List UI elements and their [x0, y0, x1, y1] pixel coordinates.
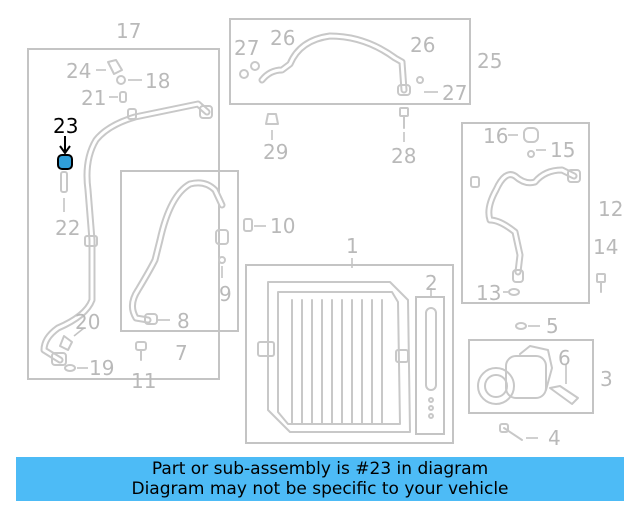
hose-assembly-12 — [470, 150, 581, 296]
part-11-bolt — [135, 341, 147, 361]
group-box-17 — [27, 48, 220, 380]
callout-27-left: 27 — [234, 36, 259, 60]
part-4-bolt — [499, 423, 523, 441]
group-box-12 — [461, 122, 590, 304]
callout-24: 24 — [66, 59, 91, 83]
banner-line-1: Part or sub-assembly is #23 in diagram — [151, 459, 489, 479]
part-14-bolt — [596, 273, 606, 293]
callout-10: 10 — [270, 214, 295, 238]
callout-14: 14 — [593, 235, 618, 259]
callout-25: 25 — [477, 49, 502, 73]
callout-27-right: 27 — [442, 81, 467, 105]
part-16-cap — [523, 127, 539, 143]
callout-11: 11 — [131, 369, 156, 393]
callout-21: 21 — [81, 86, 106, 110]
part-5-oring — [515, 322, 527, 330]
callout-18: 18 — [145, 69, 170, 93]
callout-17: 17 — [116, 19, 141, 43]
callout-23: 23 — [53, 114, 78, 138]
callout-6: 6 — [558, 346, 571, 370]
callout-16: 16 — [483, 124, 508, 148]
part-10-bolt — [243, 218, 266, 232]
callout-1: 1 — [346, 234, 359, 258]
callout-20: 20 — [75, 310, 100, 334]
compressor-3 — [477, 345, 579, 405]
group-box-3 — [468, 339, 594, 414]
banner-line-2: Diagram may not be specific to your vehi… — [131, 479, 509, 499]
callout-3: 3 — [600, 367, 613, 391]
part-29-nut — [265, 113, 279, 125]
callout-13: 13 — [476, 281, 501, 305]
condenser-1 — [257, 258, 411, 433]
callout-28: 28 — [391, 144, 416, 168]
callout-7: 7 — [175, 341, 188, 365]
info-banner: Part or sub-assembly is #23 in diagram D… — [16, 457, 624, 501]
hose-assembly-17 — [40, 100, 213, 366]
callout-26-right: 26 — [410, 33, 435, 57]
part-23-oring — [57, 136, 73, 170]
callout-22: 22 — [55, 216, 80, 240]
callout-12: 12 — [598, 197, 623, 221]
group-box-25 — [229, 18, 471, 105]
part-28-bolt — [399, 107, 409, 129]
hose-assembly-7 — [129, 179, 229, 325]
callout-9: 9 — [219, 282, 232, 306]
small-parts-17 — [59, 59, 142, 372]
group-box-7 — [120, 170, 239, 332]
group-box-1 — [245, 264, 454, 444]
parts-diagram: 1 2 3 4 5 6 7 8 9 10 11 12 13 14 15 16 1… — [27, 18, 623, 450]
callout-29: 29 — [263, 140, 288, 164]
callout-19: 19 — [89, 356, 114, 380]
callout-15: 15 — [550, 138, 575, 162]
callout-2: 2 — [425, 271, 438, 295]
tube-assembly-25 — [239, 32, 438, 96]
callout-5: 5 — [546, 314, 559, 338]
receiver-2 — [415, 288, 445, 435]
callout-8: 8 — [177, 309, 190, 333]
callout-4: 4 — [548, 426, 561, 450]
callout-26-left: 26 — [270, 26, 295, 50]
